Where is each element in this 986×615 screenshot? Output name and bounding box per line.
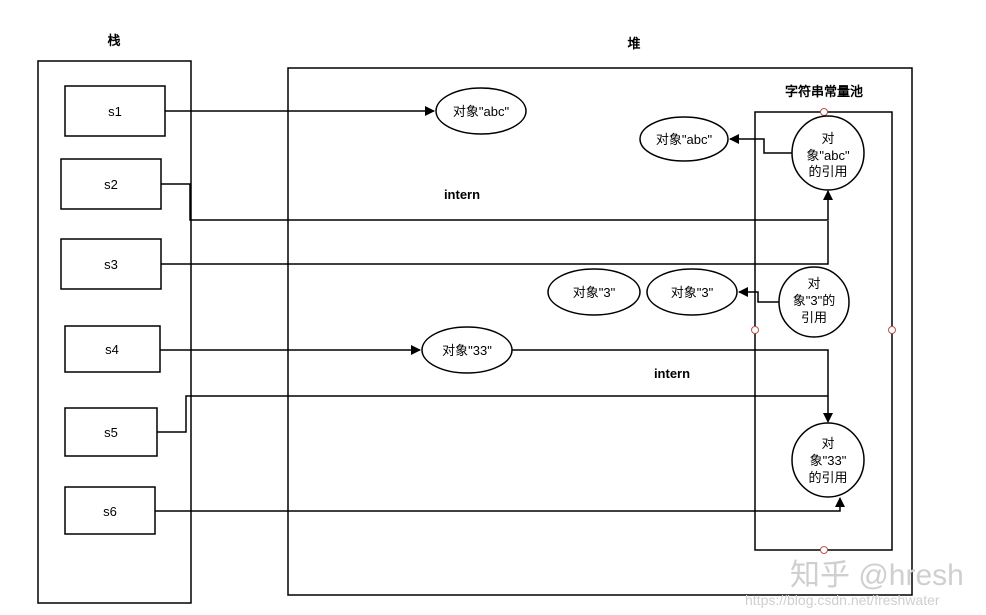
ref-line: 的引用	[808, 470, 847, 485]
stack-var-s1: s1	[64, 85, 166, 137]
pool-handle-top	[820, 108, 828, 116]
stack-var-s3: s3	[60, 238, 162, 290]
pool-handle-bottom	[820, 546, 828, 554]
ref-line: 的引用	[808, 164, 847, 179]
arrow-s3-to-pool-abc	[161, 221, 829, 265]
ref-line: 对	[807, 276, 820, 291]
stack-var-s5: s5	[64, 407, 158, 457]
object-label: 对象"3"	[671, 285, 714, 300]
ref-line: 对	[821, 436, 834, 451]
ref-line: 象"33"	[810, 453, 847, 468]
stack-var-label: s5	[104, 425, 118, 440]
stack-var-s6: s6	[64, 486, 156, 535]
arrow-pool-abc-to-abc	[729, 134, 792, 154]
intern-label-1: intern	[444, 187, 480, 202]
heap-object-abc-new: 对象"abc"	[435, 87, 527, 135]
ref-line: 象"3"的	[793, 293, 835, 308]
pool-handle-left	[751, 326, 759, 334]
heap-object-33: 对象"33"	[421, 326, 513, 374]
watermark-text: 知乎 @hresh	[790, 559, 964, 592]
stack-var-s2: s2	[60, 158, 162, 210]
stack-var-s4: s4	[64, 325, 161, 373]
pool-title: 字符串常量池	[785, 84, 863, 99]
object-label: 对象"33"	[442, 343, 492, 358]
stack-title: 栈	[107, 33, 120, 48]
arrow-s6-to-pool-33	[155, 497, 845, 512]
pool-ref-abc: 对 象"abc" 的引用	[791, 115, 865, 191]
object-label: 对象"3"	[573, 285, 616, 300]
arrow-33-to-pool-33	[512, 349, 833, 423]
object-label: 对象"abc"	[656, 132, 713, 147]
stack-var-label: s4	[105, 342, 119, 357]
intern-label-2: intern	[654, 366, 690, 381]
arrow-s5-to-pool-33	[157, 395, 828, 433]
stack-var-label: s6	[103, 504, 117, 519]
stack-var-label: s2	[104, 177, 118, 192]
heap-object-3-b: 对象"3"	[646, 268, 738, 316]
heap-title: 堆	[627, 36, 640, 51]
pool-ref-3: 对 象"3"的 引用	[778, 266, 850, 338]
heap-object-3-a: 对象"3"	[547, 268, 641, 316]
arrow-pool-3-to-3	[738, 287, 779, 303]
watermark-url: https://blog.csdn.net/freshwater	[745, 592, 940, 608]
pool-handle-right	[888, 326, 896, 334]
stack-var-label: s3	[104, 257, 118, 272]
ref-line: 引用	[801, 310, 827, 325]
pool-ref-33: 对 象"33" 的引用	[791, 422, 865, 498]
arrow-s2-to-pool-abc	[161, 183, 833, 221]
ref-line: 象"abc"	[806, 148, 850, 163]
stack-var-label: s1	[108, 104, 122, 119]
object-label: 对象"abc"	[453, 104, 510, 119]
heap-object-abc: 对象"abc"	[639, 116, 729, 162]
ref-line: 对	[821, 131, 834, 146]
